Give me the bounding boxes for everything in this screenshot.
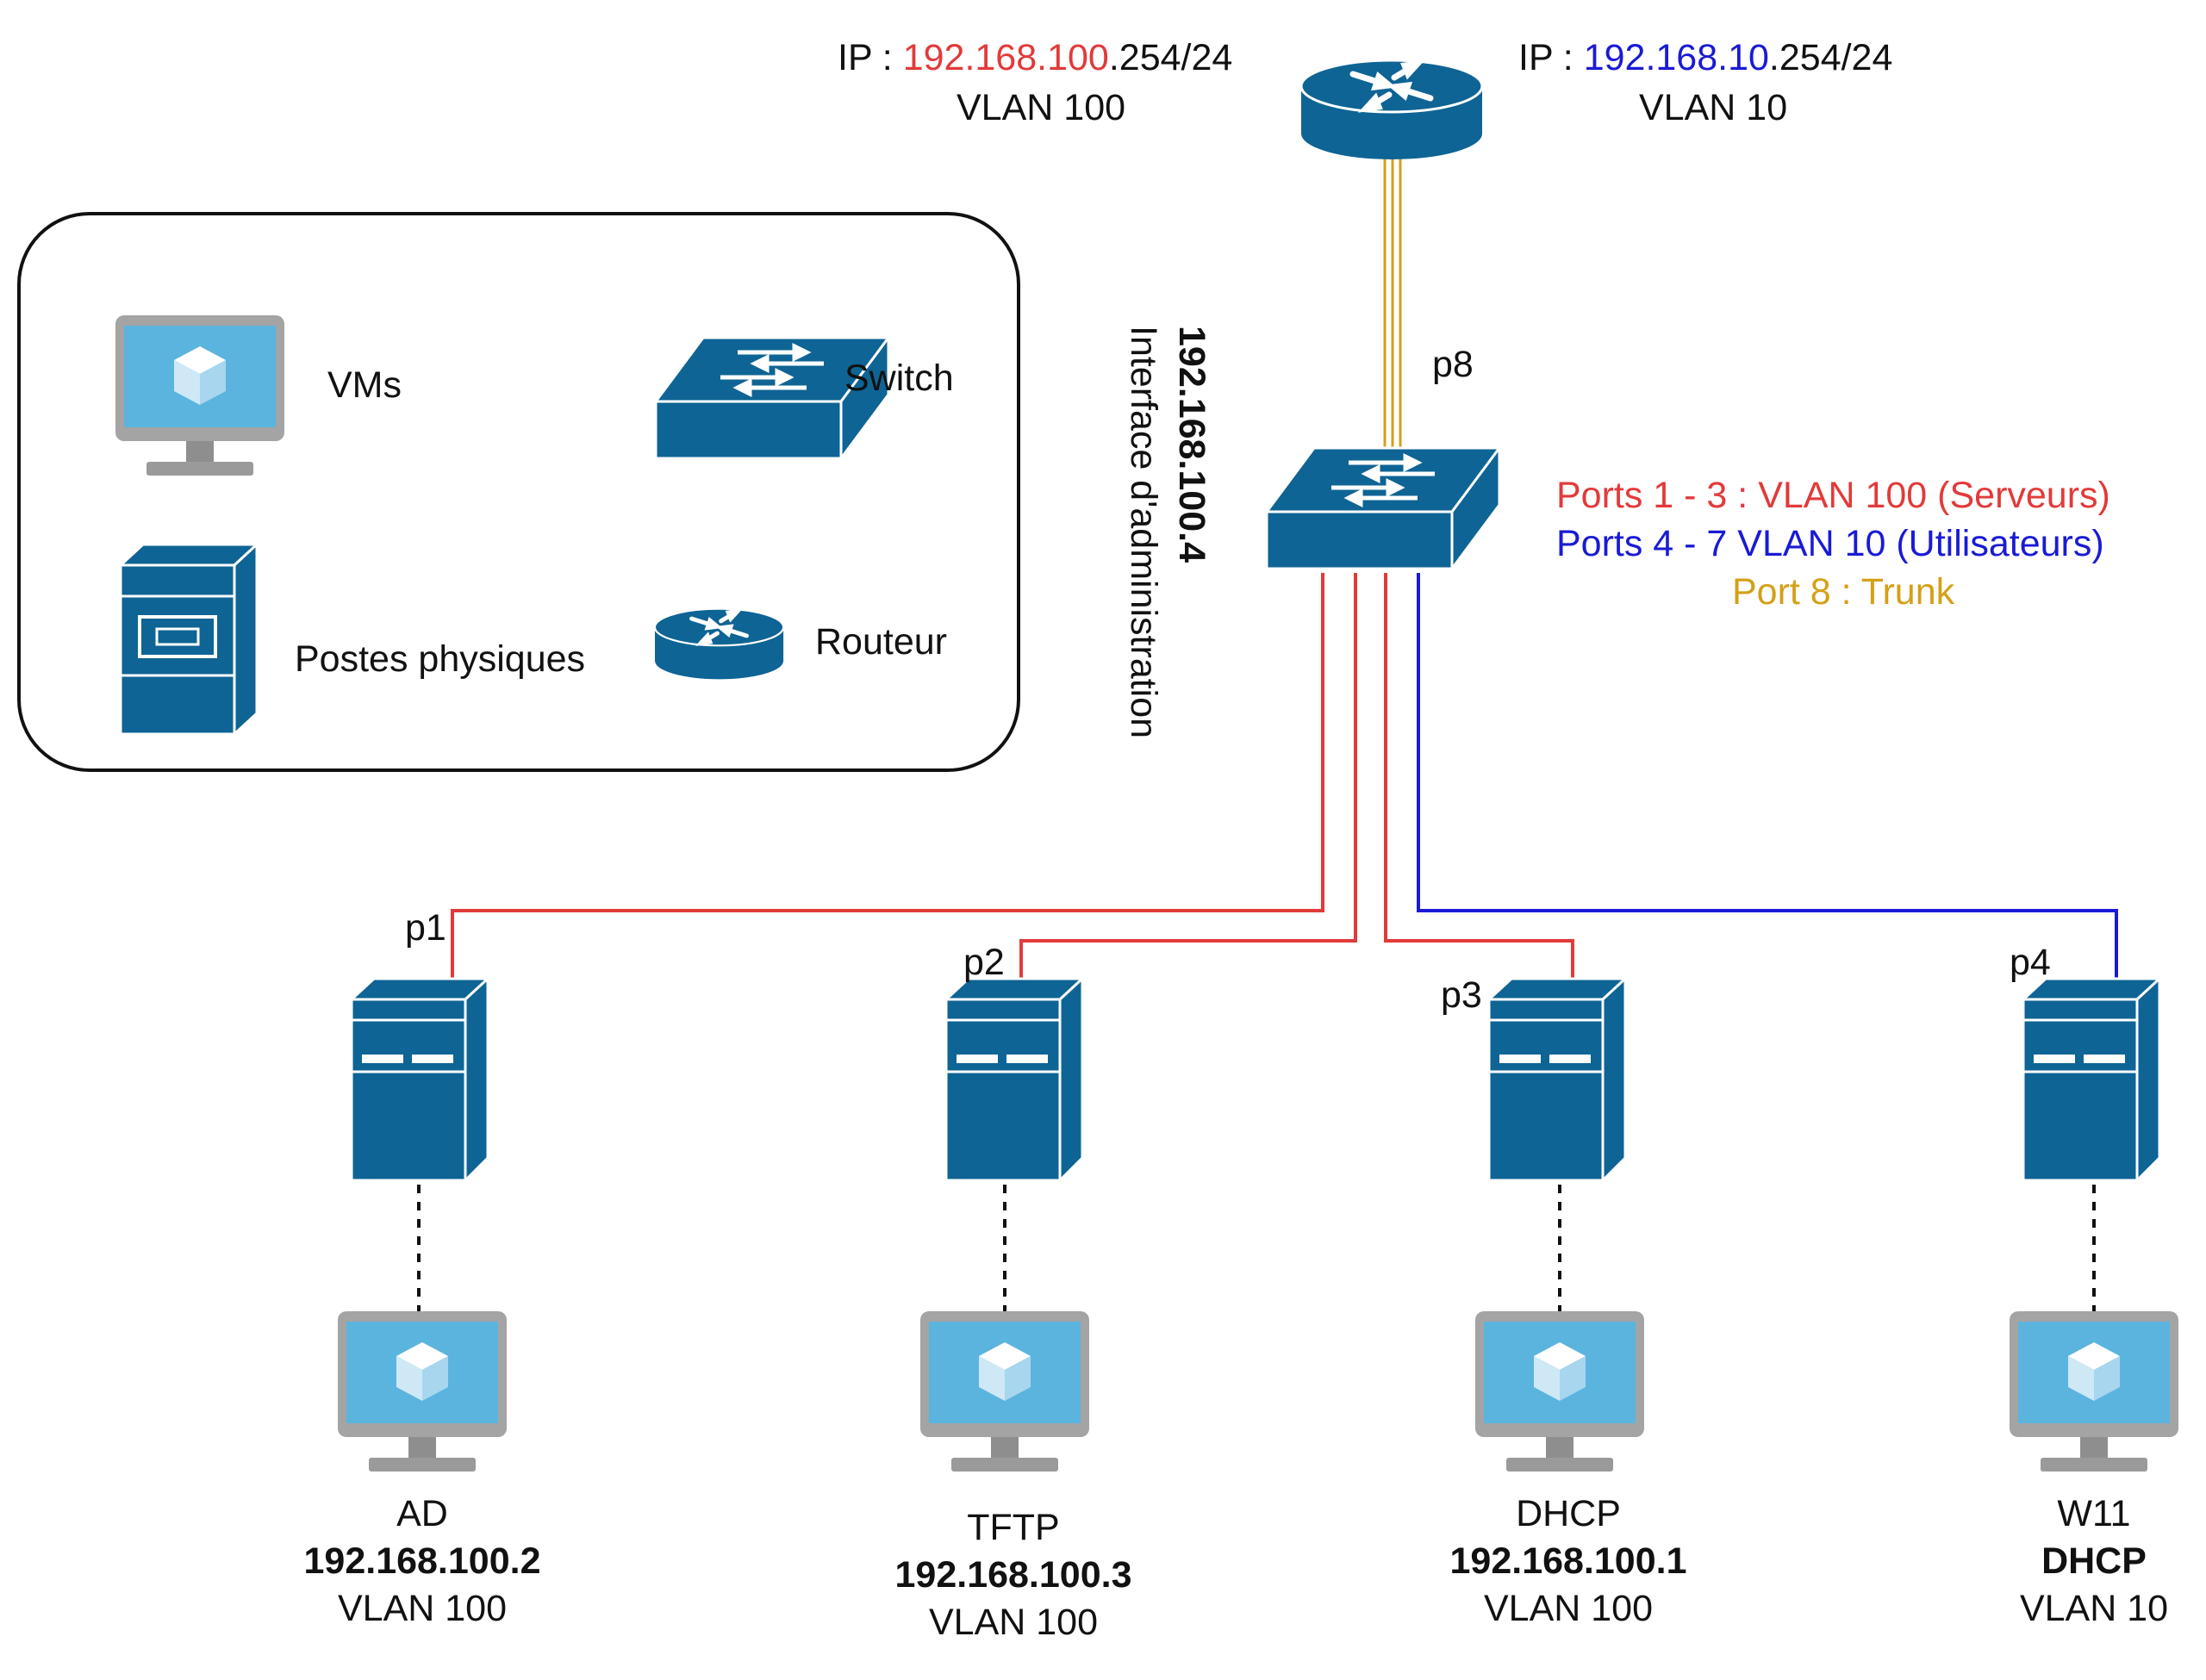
host-w11: W11 DHCP VLAN 10 (1982, 1490, 2206, 1633)
host-dhcp: DHCP 192.168.100.1 VLAN 100 (1430, 1490, 1706, 1633)
vlan100-links (451, 573, 1574, 978)
host-vlan: VLAN 100 (1483, 1588, 1654, 1630)
host-ip: 192.168.100.1 (1449, 1540, 1687, 1583)
admin-ip: 192.168.100.4 (1171, 326, 1212, 563)
host-name: AD (396, 1493, 448, 1534)
server-icon-tftp (944, 977, 1084, 1182)
host-vlan: VLAN 100 (337, 1588, 508, 1630)
vlan10-link (1417, 573, 2118, 978)
port-label-p4: p4 (2010, 942, 2051, 983)
legend-box (17, 212, 1020, 772)
admin-label: Interface d'administration (1123, 326, 1165, 739)
legend-switch-label: Switch (844, 358, 954, 399)
port-label-p2: p2 (963, 942, 1005, 983)
host-vlan: VLAN 100 (928, 1602, 1099, 1644)
vm-icon-ad (338, 1311, 507, 1472)
router-left-ip: IP : 192.168.100.254/24 (838, 37, 1233, 78)
host-tftp: TFTP 192.168.100.3 VLAN 100 (876, 1504, 1151, 1646)
host-vlan: VLAN 10 (2019, 1588, 2169, 1630)
host-ip: DHCP (2041, 1540, 2147, 1583)
server-icon-w11 (2022, 977, 2161, 1182)
host-name: TFTP (967, 1507, 1060, 1548)
host-name: W11 (2057, 1493, 2131, 1534)
server-icon-dhcp (1487, 977, 1627, 1182)
legend-router-label: Routeur (815, 621, 947, 663)
router-icon (1301, 60, 1482, 159)
trunk-link (1383, 155, 1402, 448)
server-icon-ad (350, 977, 489, 1182)
ports-legend-users: Ports 4 - 7 VLAN 10 (Utilisateurs) (1556, 523, 2104, 564)
host-ip: 192.168.100.3 (894, 1554, 1132, 1596)
router-right-ip: IP : 192.168.10.254/24 (1518, 37, 1893, 78)
legend-physical-label: Postes physiques (295, 638, 586, 680)
vm-icon-dhcp (1475, 1311, 1644, 1472)
vm-icon-tftp (920, 1311, 1089, 1472)
host-ip: 192.168.100.2 (303, 1540, 541, 1583)
port-label-p3: p3 (1441, 974, 1482, 1016)
router-left-vlan: VLAN 100 (957, 87, 1126, 128)
ports-legend-trunk: Port 8 : Trunk (1732, 571, 1955, 613)
ports-legend-servers: Ports 1 - 3 : VLAN 100 (Serveurs) (1556, 475, 2110, 516)
host-name: DHCP (1516, 1493, 1621, 1534)
host-ad: AD 192.168.100.2 VLAN 100 (293, 1490, 552, 1633)
legend-vms-label: VMs (327, 364, 402, 406)
switch-icon (1267, 448, 1499, 569)
router-right-vlan: VLAN 10 (1639, 87, 1788, 128)
port-label-p1: p1 (405, 907, 446, 949)
vm-icon-w11 (2010, 1311, 2178, 1472)
uplink-port-label: p8 (1432, 344, 1474, 385)
server-vm-links (417, 1185, 2096, 1311)
admin-interface-label: 192.168.100.4 Interface d'administration (1112, 326, 1224, 774)
